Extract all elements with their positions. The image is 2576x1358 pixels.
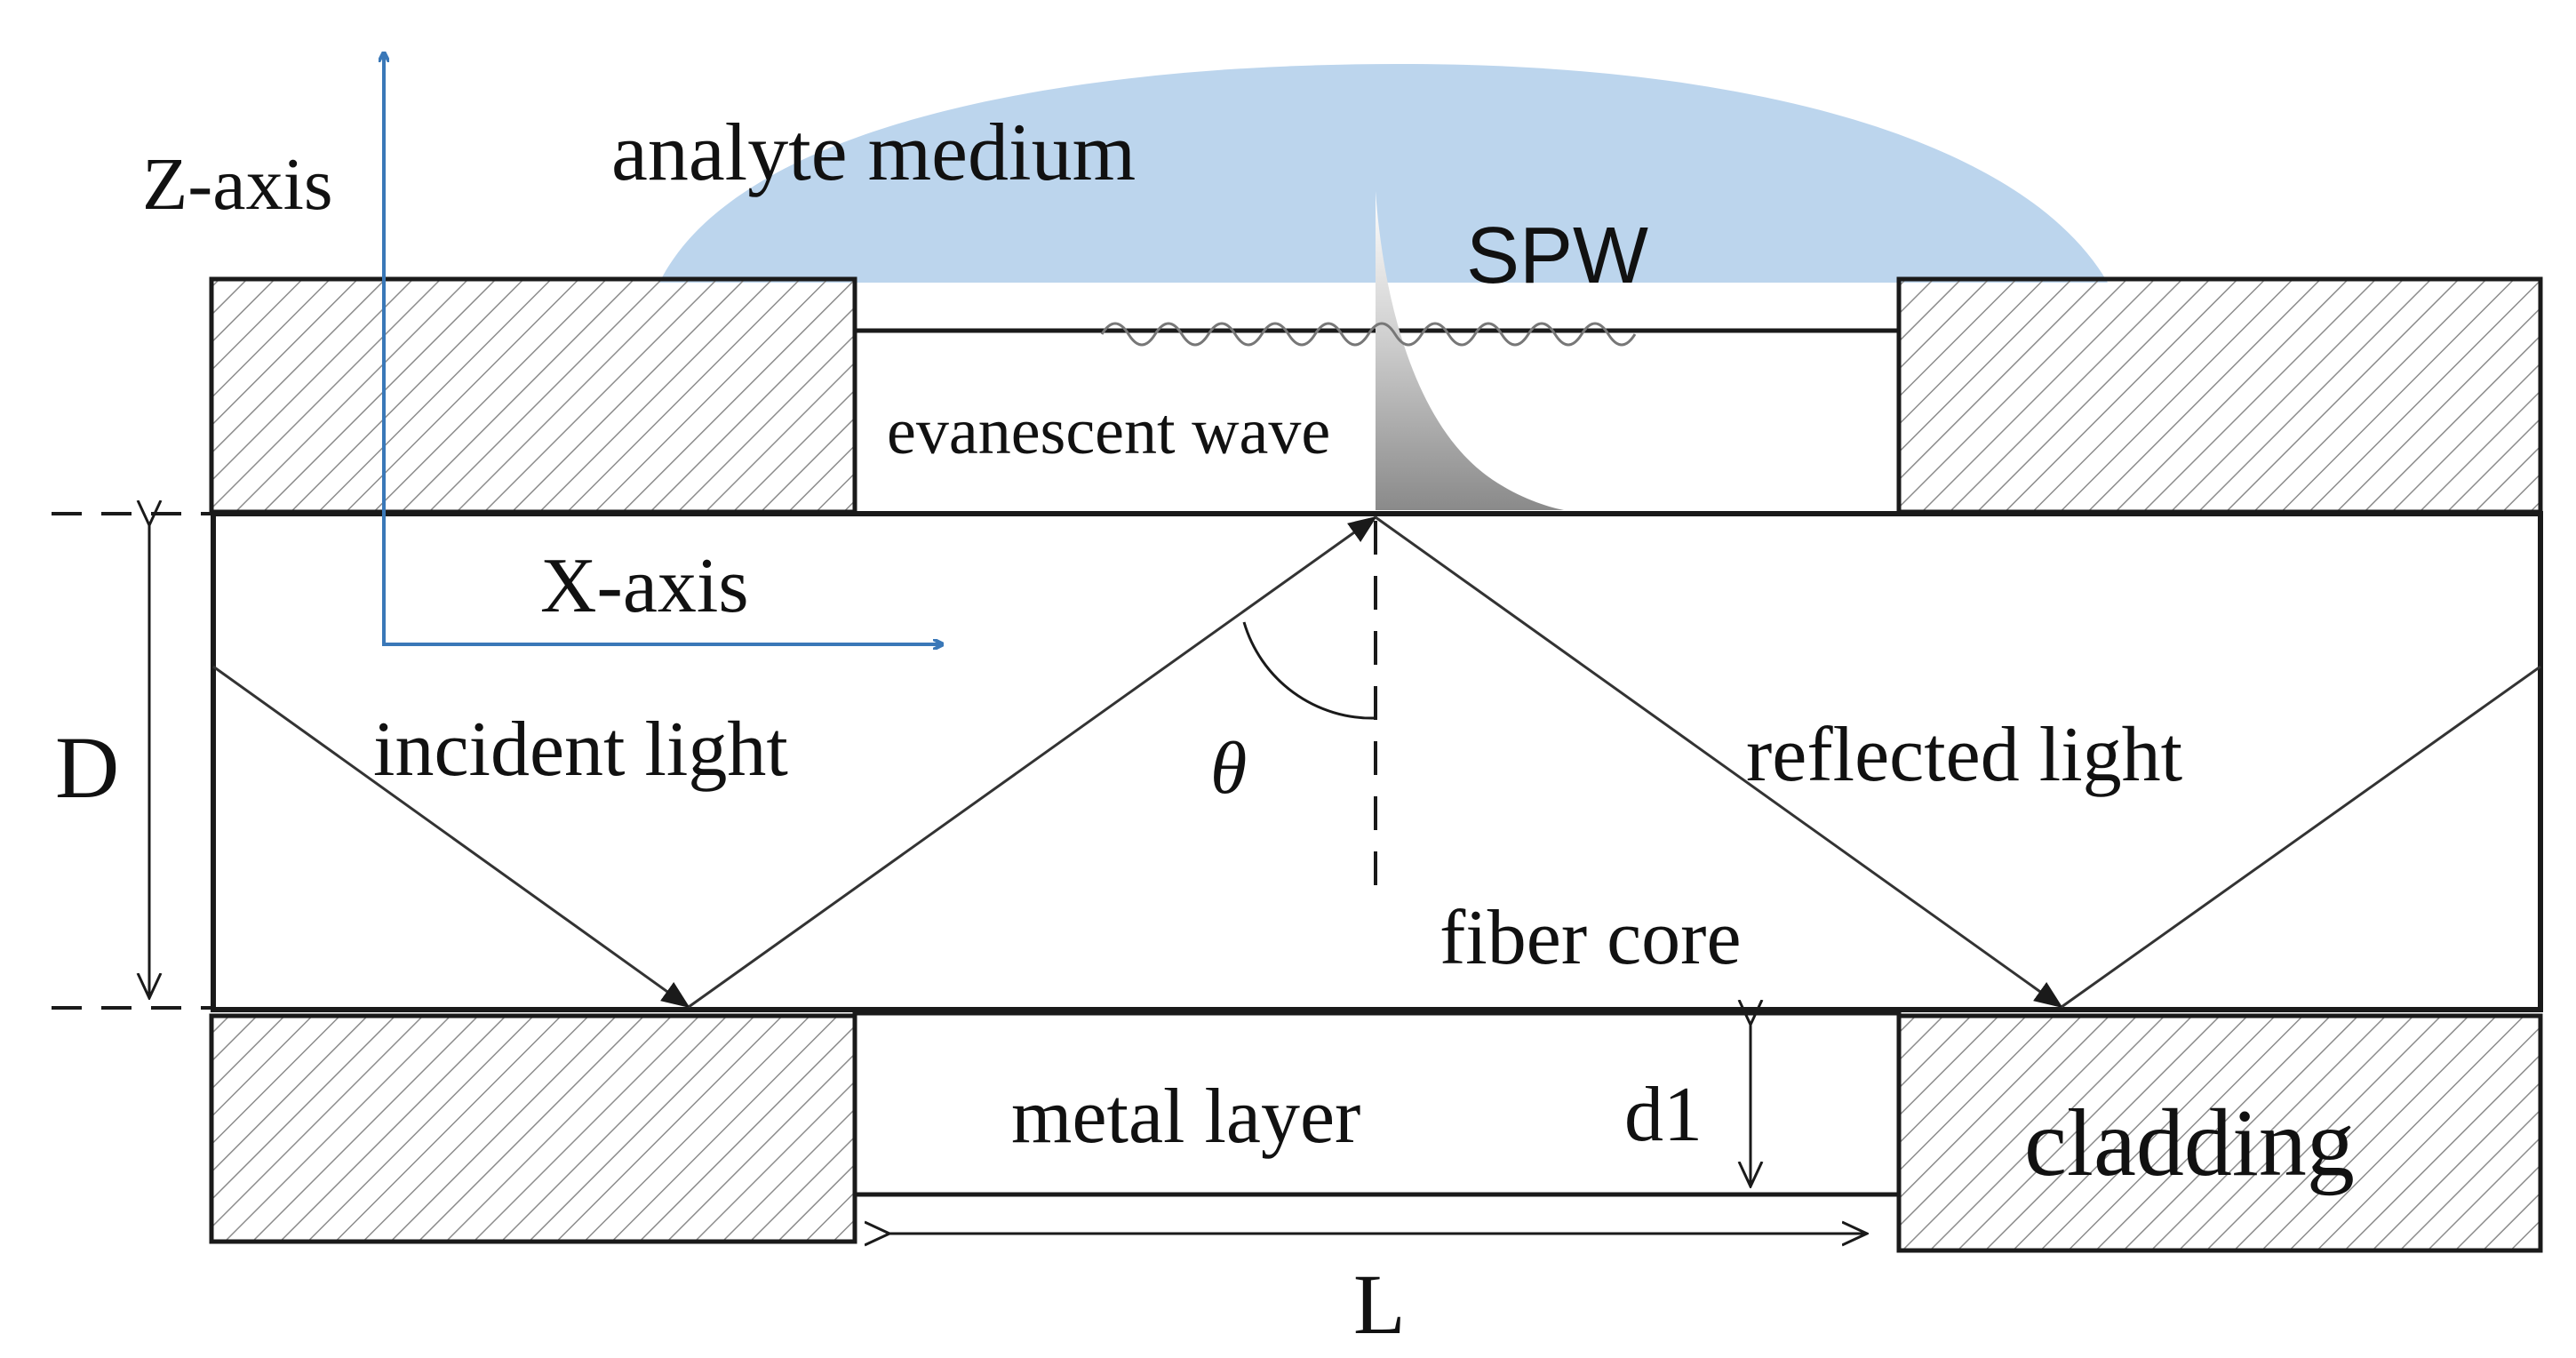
cladding-bottom-left xyxy=(209,1013,857,1244)
d1-label: d1 xyxy=(1624,1072,1703,1158)
cladding-top-right xyxy=(1896,276,2543,515)
cladding-label: cladding xyxy=(2024,1090,2355,1196)
reflected-light-label: reflected light xyxy=(1746,712,2182,798)
incident-light-label: incident light xyxy=(373,707,788,793)
metal-layer-label: metal layer xyxy=(1011,1074,1360,1160)
incident-ray-2 xyxy=(688,515,1377,1009)
cladding-top-left xyxy=(209,276,857,515)
evanescent-wave-label: evanescent wave xyxy=(887,395,1330,468)
theta-angle-arc xyxy=(1242,621,1376,720)
incident-ray-1 xyxy=(212,665,690,1009)
spw-wave xyxy=(1100,322,1637,347)
d-label: D xyxy=(55,718,119,817)
reflected-ray-2 xyxy=(2061,665,2541,1009)
analyte-medium-label: analyte medium xyxy=(611,107,1136,197)
light-ray-path xyxy=(212,515,2541,1009)
analyte-medium-region xyxy=(659,63,2108,283)
metal-layer-bottom xyxy=(852,1011,1902,1197)
spw-label: SPW xyxy=(1466,212,1648,300)
theta-label: θ xyxy=(1210,727,1247,810)
reflected-ray-1 xyxy=(1375,515,2063,1009)
z-axis-label: Z-axis xyxy=(142,143,333,226)
x-axis-label: X-axis xyxy=(540,543,749,629)
fiber-core-label: fiber core xyxy=(1440,895,1742,981)
cladding-bottom-right xyxy=(1896,1013,2543,1253)
evanescent-wave-profile xyxy=(1376,191,1564,510)
l-label: L xyxy=(1353,1257,1406,1352)
